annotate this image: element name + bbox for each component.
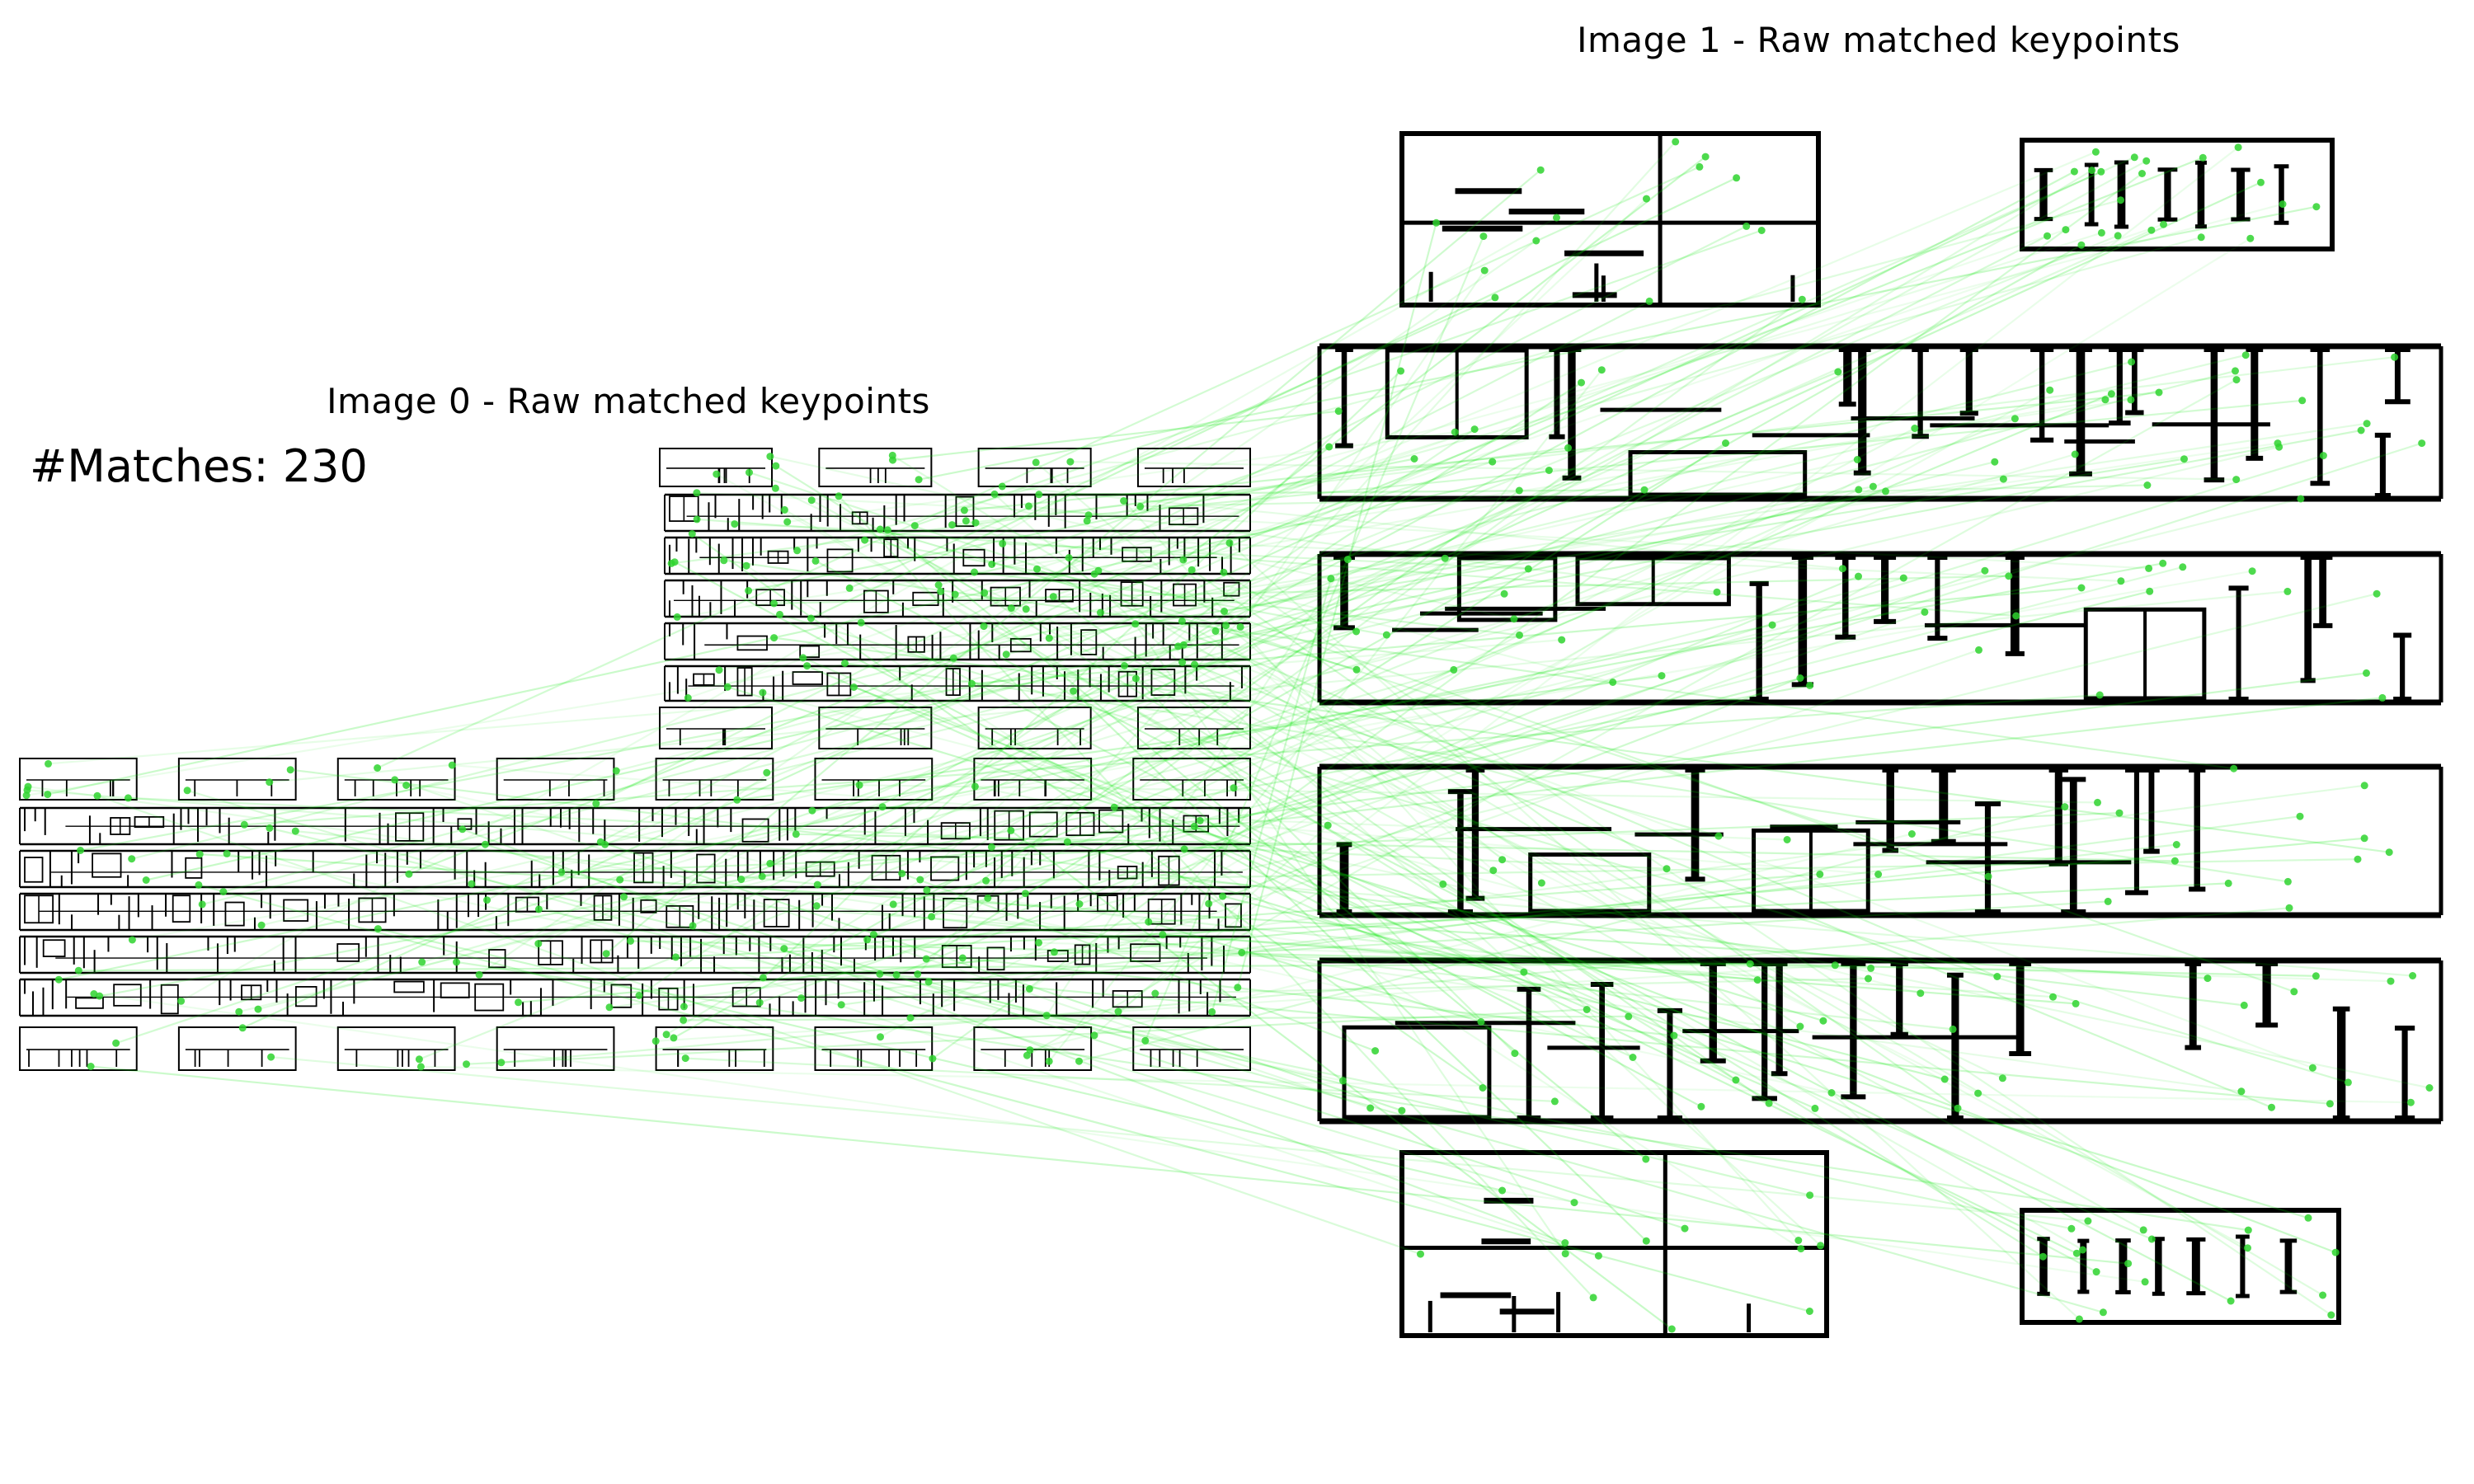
matches-count-label: #Matches: 230 bbox=[30, 440, 368, 492]
left-floorplan bbox=[19, 448, 1252, 1071]
right-floorplan bbox=[1317, 131, 2443, 1338]
keypoints bbox=[22, 138, 2434, 1333]
image1-title: Image 1 - Raw matched keypoints bbox=[1577, 20, 2180, 60]
match-lines bbox=[26, 141, 2430, 1330]
image0-title: Image 0 - Raw matched keypoints bbox=[327, 381, 930, 421]
